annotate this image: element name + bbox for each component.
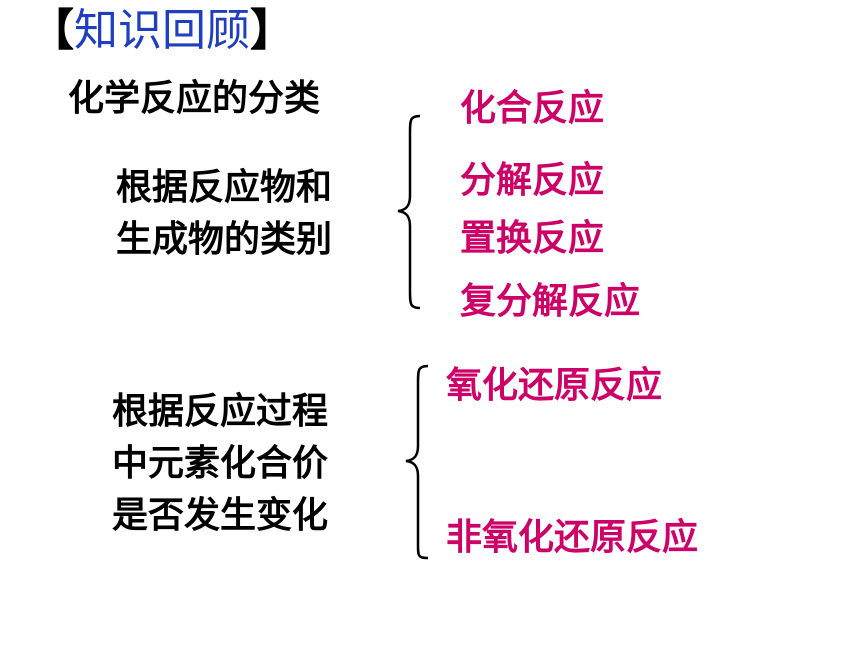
criterion-1-line-2: 生成物的类别 <box>116 219 333 260</box>
reaction-decomposition: 分解反应 <box>460 160 605 201</box>
reaction-non-redox: 非氧化还原反应 <box>446 517 699 558</box>
reaction-combination: 化合反应 <box>460 88 605 129</box>
criterion-2-line-3: 是否发生变化 <box>112 495 329 536</box>
criterion-1-line-1: 根据反应物和 <box>116 167 333 208</box>
criterion-2-line-1: 根据反应过程 <box>112 391 329 432</box>
criterion-1: 根据反应物和 生成物的类别 <box>116 162 332 266</box>
reaction-displacement: 置换反应 <box>460 218 605 259</box>
reaction-double-decomposition: 复分解反应 <box>460 281 641 322</box>
subtitle: 化学反应的分类 <box>68 78 321 119</box>
brace-group-2 <box>405 364 429 560</box>
heading-text: 知识回顾 <box>74 5 250 56</box>
criterion-2: 根据反应过程 中元素化合价 是否发生变化 <box>112 386 328 542</box>
heading-right-bracket: 】 <box>250 5 294 56</box>
brace-group-1 <box>397 114 421 310</box>
section-heading: 【知识回顾】 <box>30 4 294 58</box>
reaction-redox: 氧化还原反应 <box>446 365 663 406</box>
heading-left-bracket: 【 <box>30 5 74 56</box>
criterion-2-line-2: 中元素化合价 <box>112 443 329 484</box>
